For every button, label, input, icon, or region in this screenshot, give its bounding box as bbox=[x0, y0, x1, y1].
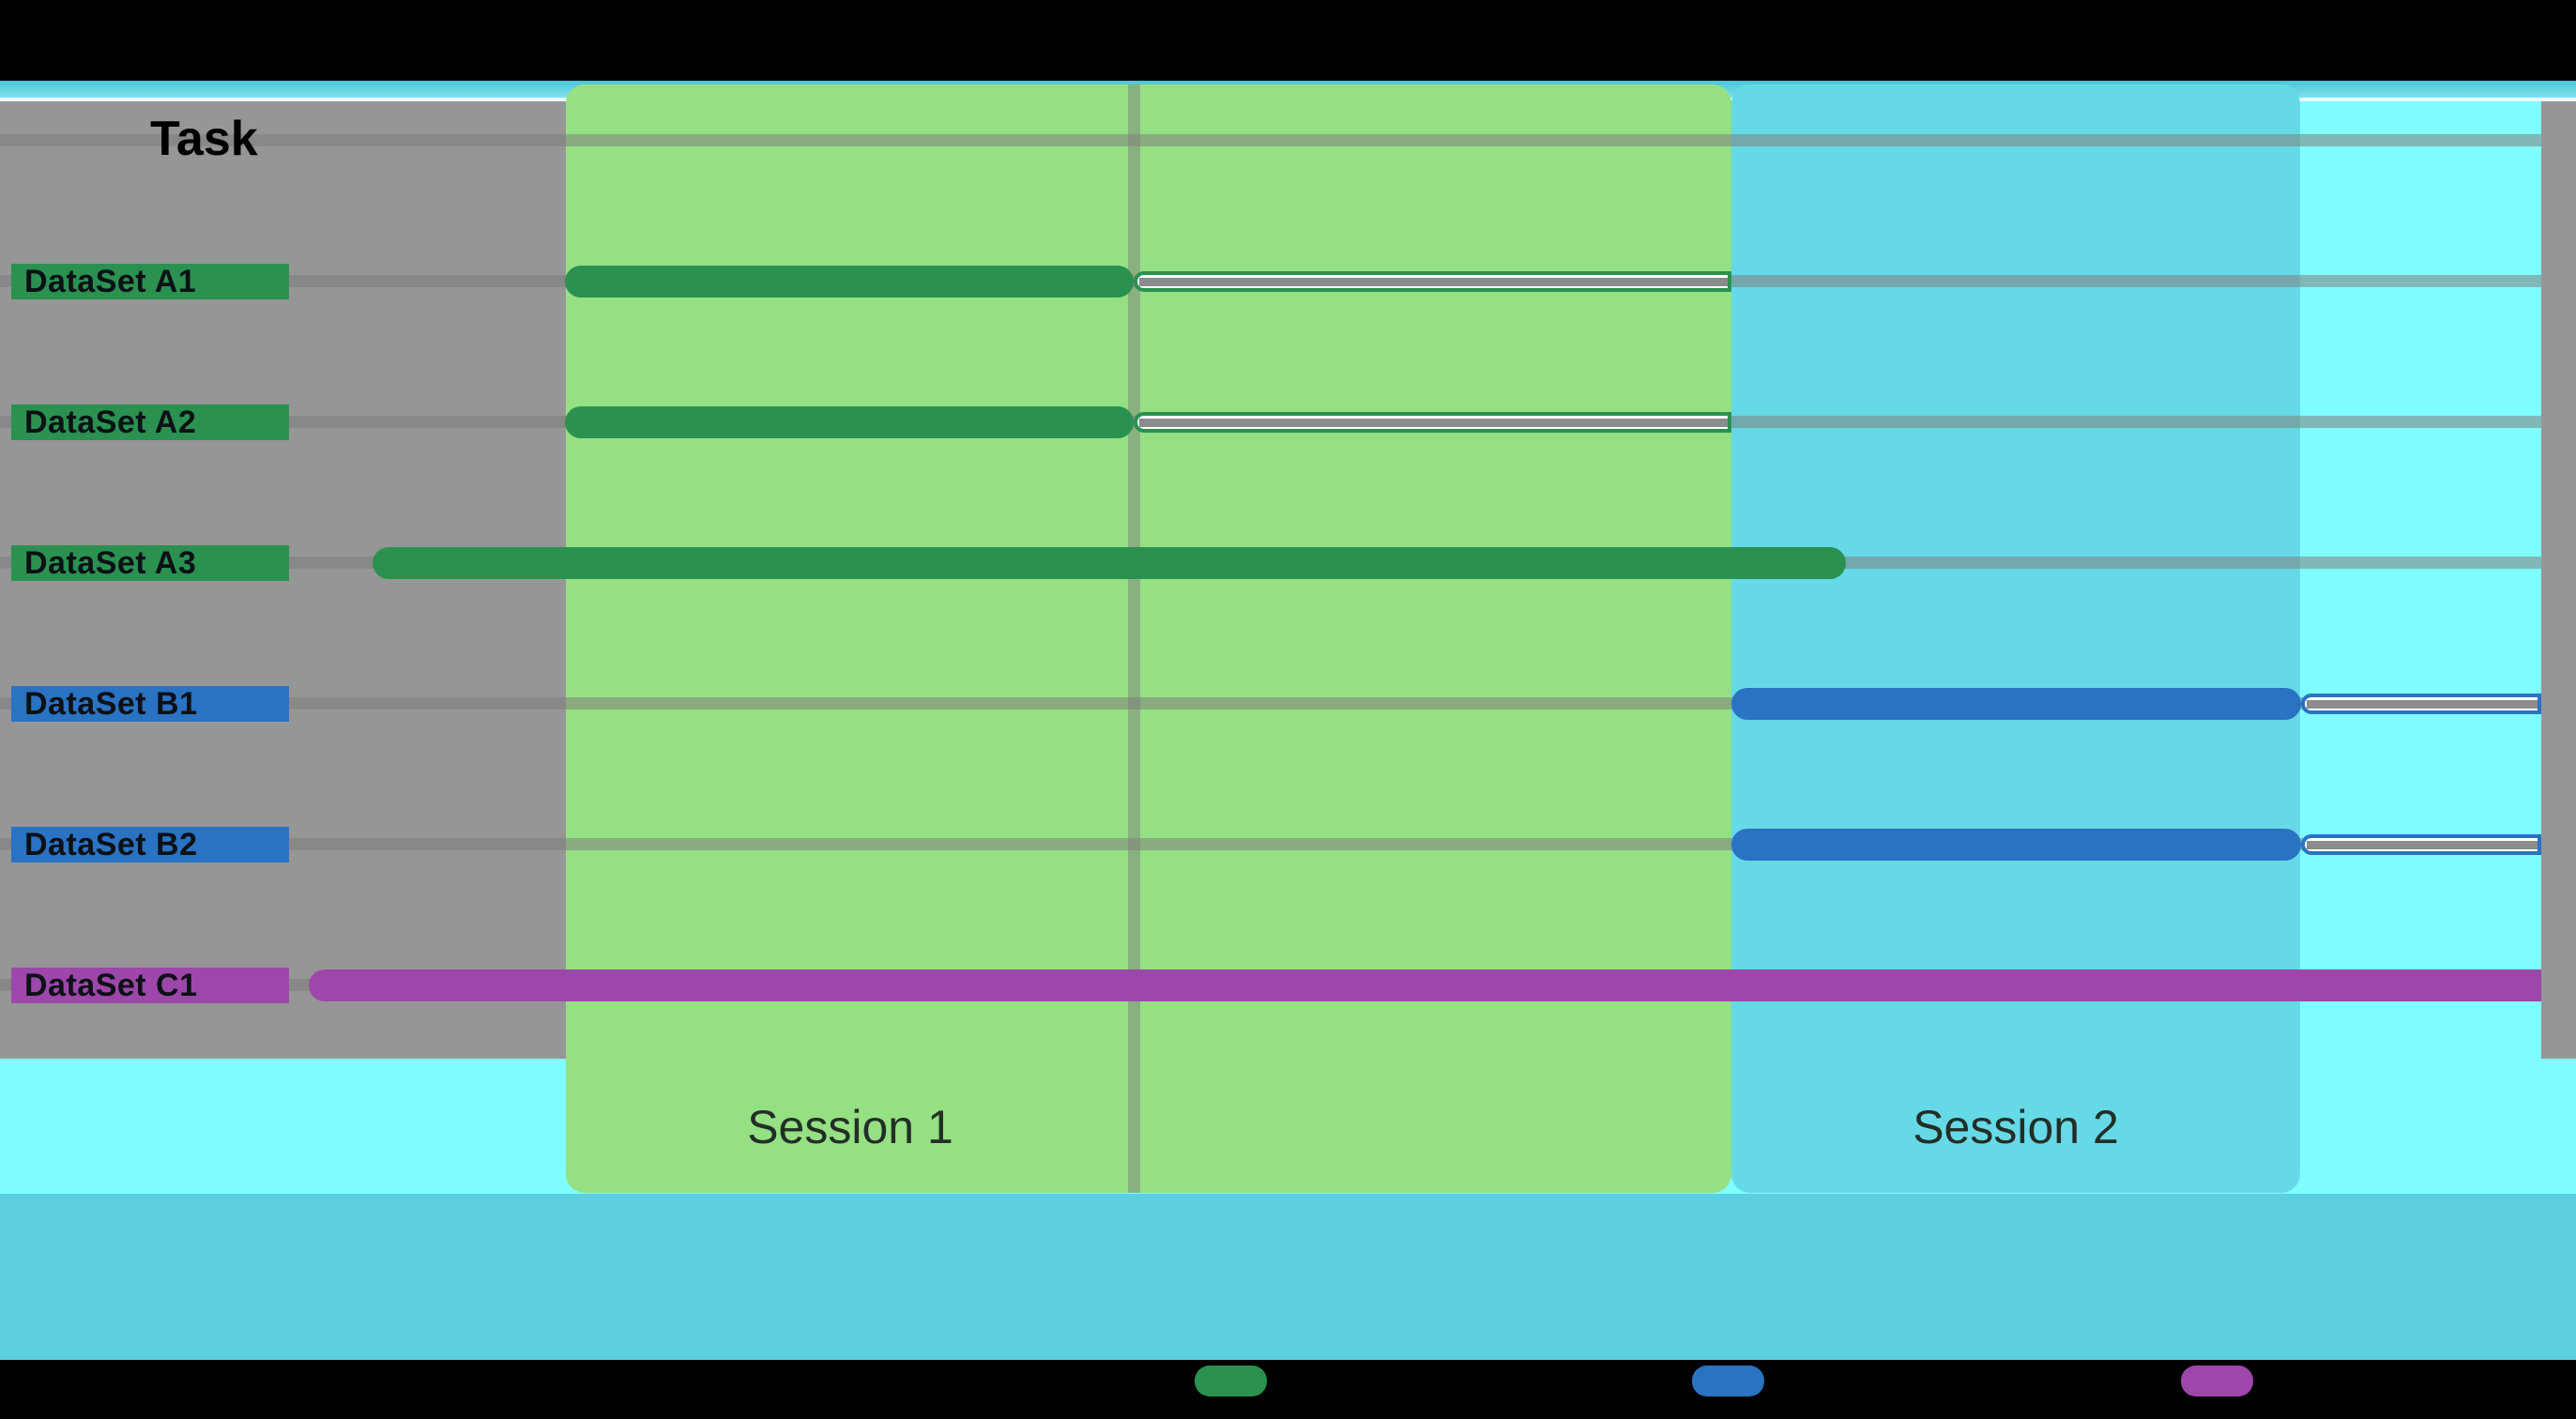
row-label: DataSet A1 bbox=[11, 264, 289, 299]
row-label: DataSet B1 bbox=[11, 686, 289, 722]
task-bar bbox=[1731, 829, 2301, 861]
task-bar bbox=[565, 266, 1134, 298]
session-band-3 bbox=[2300, 101, 2541, 1194]
task-bar bbox=[373, 547, 1846, 579]
bottom-cyan-strip bbox=[0, 1194, 2576, 1360]
session-label-2: Session 2 bbox=[1913, 1101, 2119, 1153]
legend-swatch-a bbox=[1195, 1366, 1267, 1396]
legend-swatch-b bbox=[1692, 1366, 1764, 1396]
task-bar bbox=[565, 406, 1134, 438]
chart-title: Task bbox=[150, 112, 258, 166]
row-label: DataSet A3 bbox=[11, 545, 289, 581]
gridline-vertical bbox=[1128, 84, 1140, 1193]
row-label: DataSet C1 bbox=[11, 968, 289, 1003]
row-label: DataSet A2 bbox=[11, 404, 289, 440]
session-band-1 bbox=[566, 84, 1731, 1193]
row-label: DataSet B2 bbox=[11, 827, 289, 862]
session-band-2 bbox=[1731, 84, 2300, 1193]
task-track-gridline bbox=[2307, 700, 2538, 709]
task-track-gridline bbox=[1139, 419, 1728, 427]
task-bar bbox=[309, 969, 2541, 1001]
task-track-gridline bbox=[2307, 841, 2538, 849]
session-label-1: Session 1 bbox=[747, 1101, 953, 1153]
legend-swatch-c bbox=[2181, 1366, 2253, 1396]
gridline-horizontal bbox=[0, 134, 2541, 146]
task-bar bbox=[1731, 688, 2301, 720]
task-track-gridline bbox=[1139, 278, 1728, 286]
